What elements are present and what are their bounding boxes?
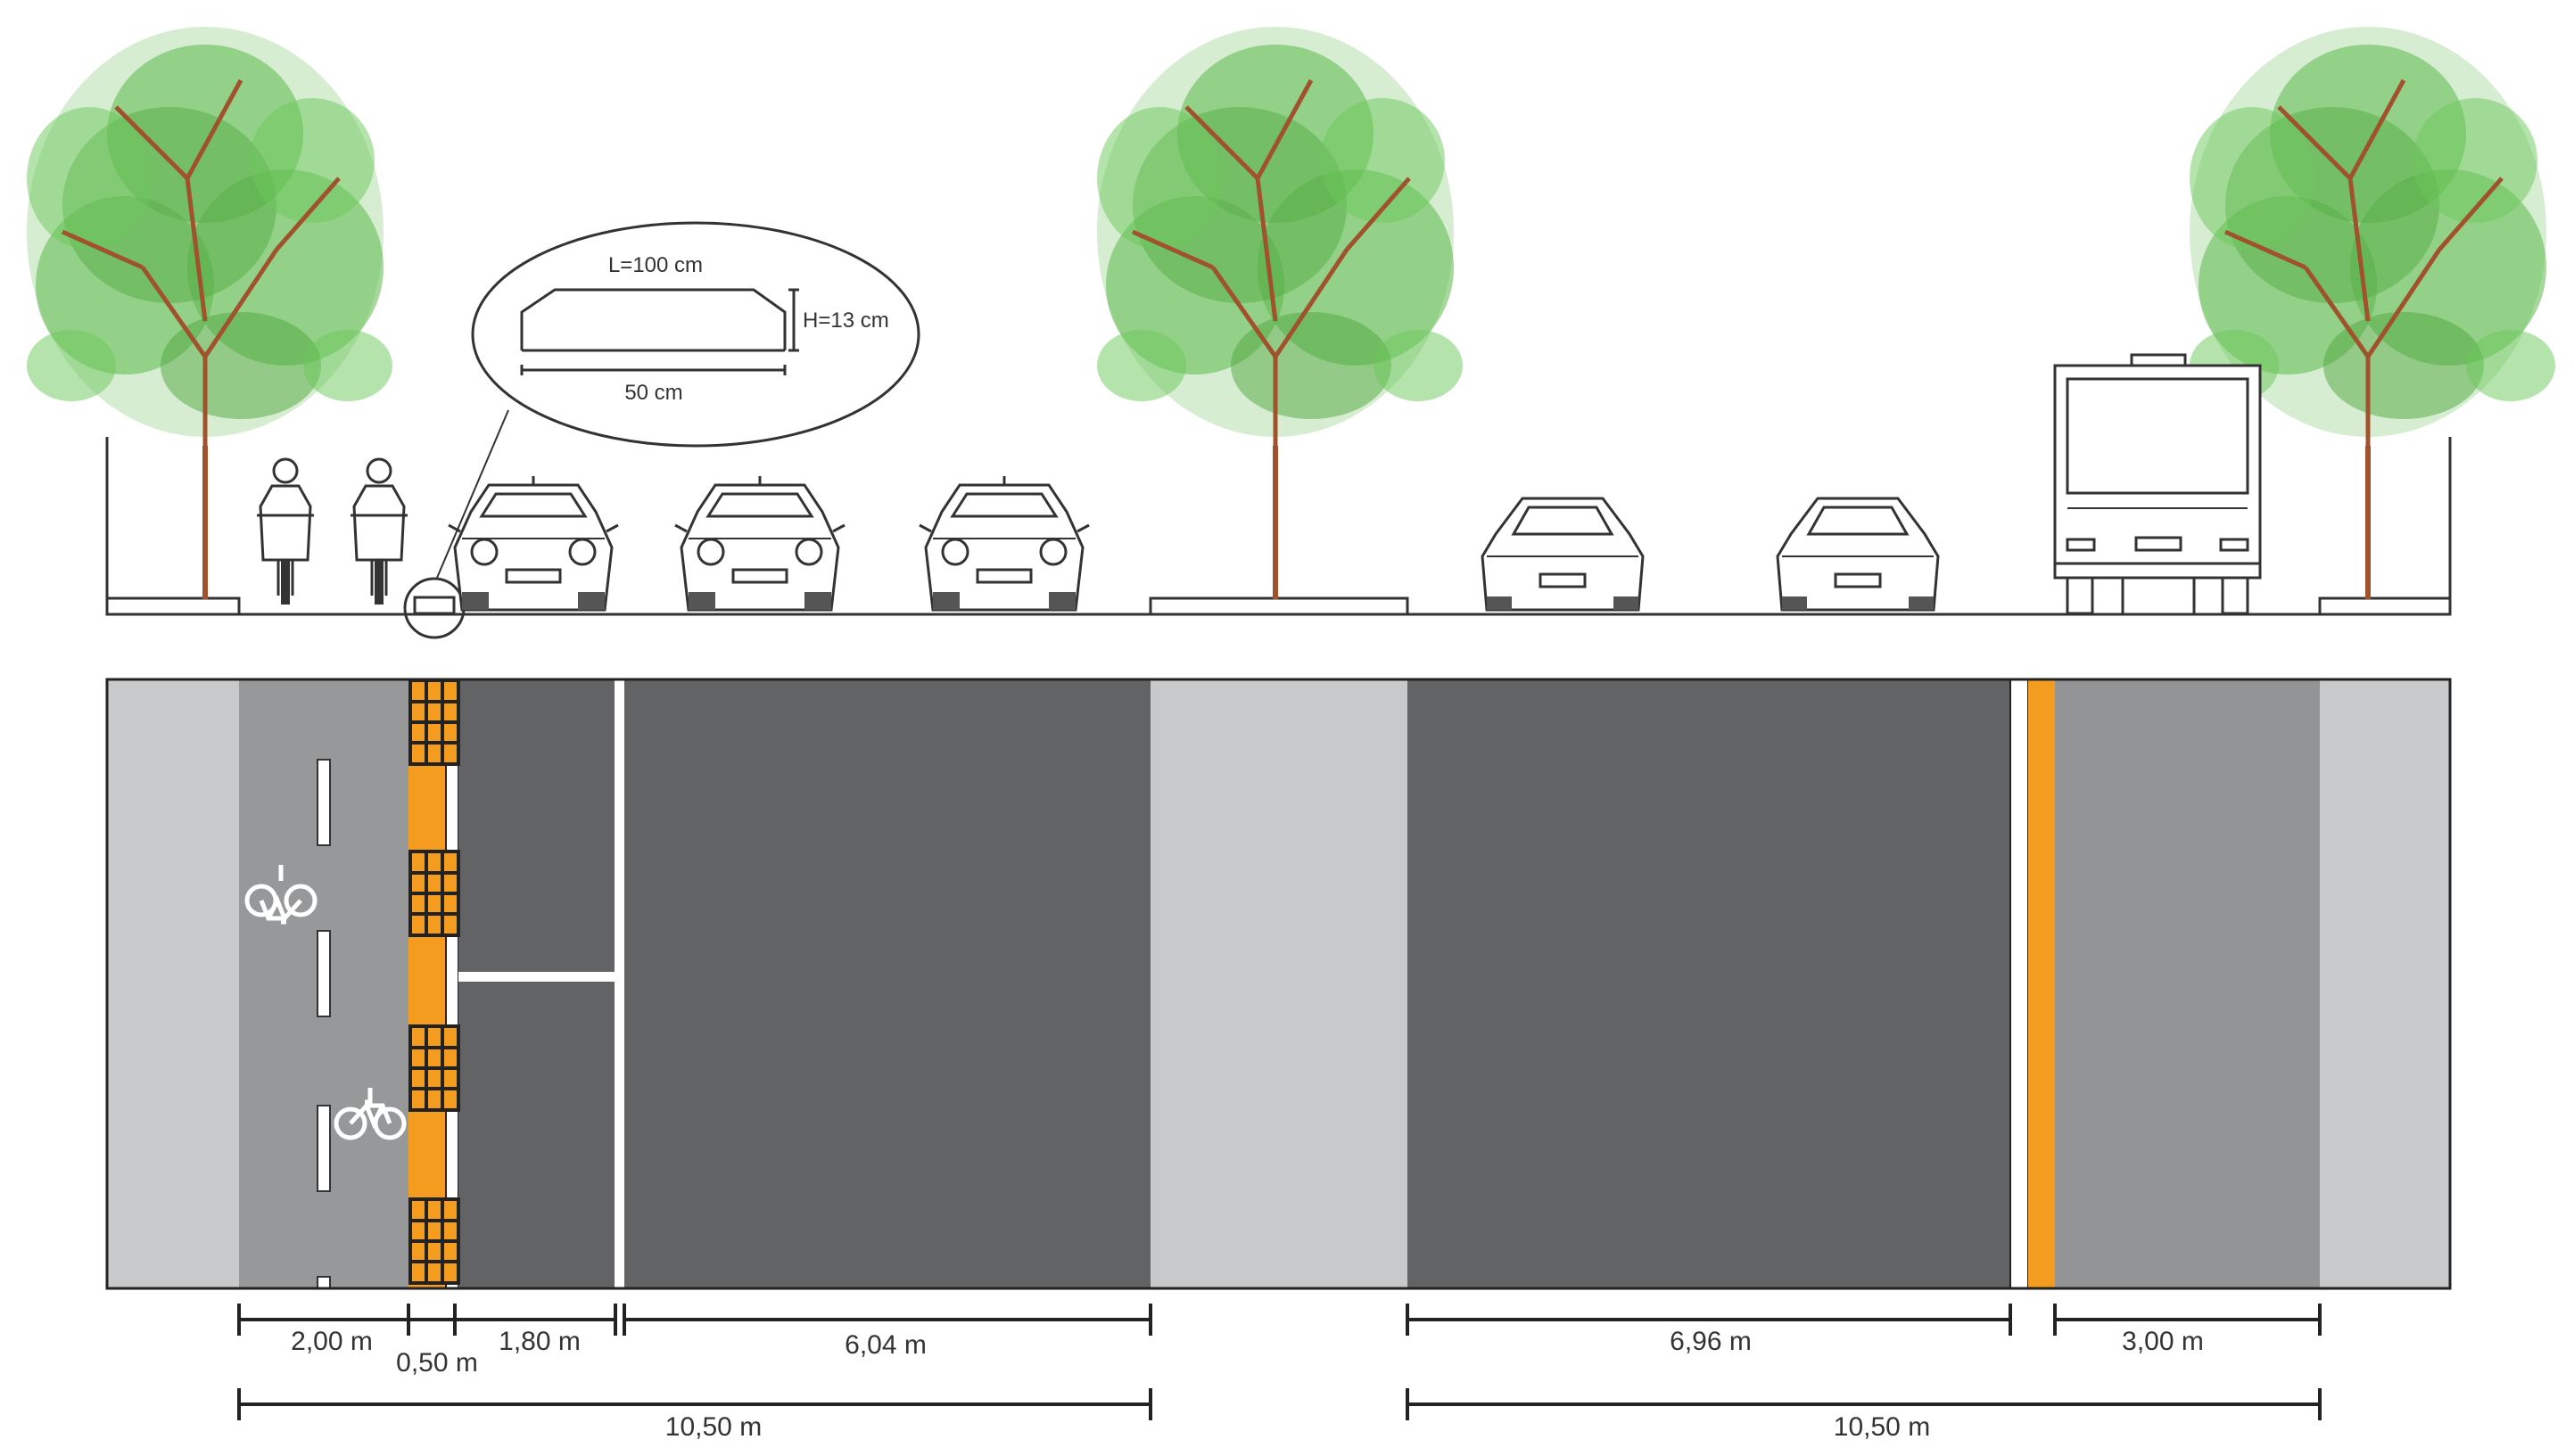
bus-icon [2053, 353, 2262, 615]
dim-roadway-left-label: 6,04 m [845, 1330, 927, 1360]
plan-outline [105, 678, 2452, 1290]
curb-detail-callout: L=100 cm H=13 cm 50 cm [471, 221, 920, 448]
median [1151, 679, 1407, 1288]
bike-symbol-upper-icon [247, 865, 315, 922]
sidewalk-left [107, 679, 239, 1288]
curb-right [2318, 596, 2452, 616]
curb-height-label: H=13 cm [803, 308, 889, 333]
curb-length-label: L=100 cm [608, 253, 703, 277]
lane-markings [458, 679, 624, 1288]
dim-bus-lane-label: 3,00 m [2122, 1327, 2204, 1356]
dim-parking-label: 1,80 m [499, 1327, 581, 1356]
curb-left [105, 596, 241, 616]
bike-symbol-lower-icon [336, 1088, 404, 1138]
dim-total-left-label: 10,50 m [665, 1412, 762, 1442]
cyclist-1-icon [255, 457, 316, 606]
curb-base-label: 50 cm [624, 381, 682, 405]
moving-car-1-icon [1481, 497, 1645, 612]
bus-lane [2055, 679, 2320, 1288]
parked-car-3-icon [918, 474, 1091, 612]
median-curb [1149, 596, 1409, 616]
separator-block-3 [408, 1024, 460, 1112]
dim-total-right-label: 10,50 m [1834, 1412, 1930, 1442]
parked-car-2-icon [673, 474, 846, 612]
tree-right-icon [2190, 27, 2555, 599]
dim-roadway-right-label: 6,96 m [1670, 1327, 1752, 1356]
separator-block-2 [408, 850, 460, 937]
dimension-lines [237, 1304, 2322, 1420]
dim-separator-label: 0,50 m [396, 1348, 478, 1378]
parked-car-1-icon [447, 474, 620, 612]
sidewalk-right [2320, 679, 2450, 1288]
dim-bike-lane-label: 2,00 m [291, 1327, 373, 1356]
bus-lane-white-edge [2009, 679, 2029, 1289]
moving-car-2-icon [1776, 497, 1940, 612]
cyclist-2-icon [349, 457, 409, 606]
parking-lane [458, 679, 615, 1288]
bus-lane-orange-line [2028, 679, 2055, 1288]
elevation-view: L=100 cm H=13 cm 50 cm [27, 27, 2555, 639]
tree-left-icon [27, 27, 392, 599]
tree-center-icon [1097, 27, 1463, 599]
roadway-right [1407, 679, 2010, 1288]
separator-white-edge [445, 679, 459, 1289]
separator-block-4 [408, 1197, 460, 1285]
bike-lane-dashes [317, 759, 331, 1289]
roadway-left [624, 679, 1151, 1288]
plan-view [105, 678, 2452, 1290]
separator-block-1 [408, 679, 460, 766]
dimension-labels: 2,00 m 0,50 m 1,80 m 6,04 m 6,96 m 3,00 … [291, 1327, 2204, 1442]
